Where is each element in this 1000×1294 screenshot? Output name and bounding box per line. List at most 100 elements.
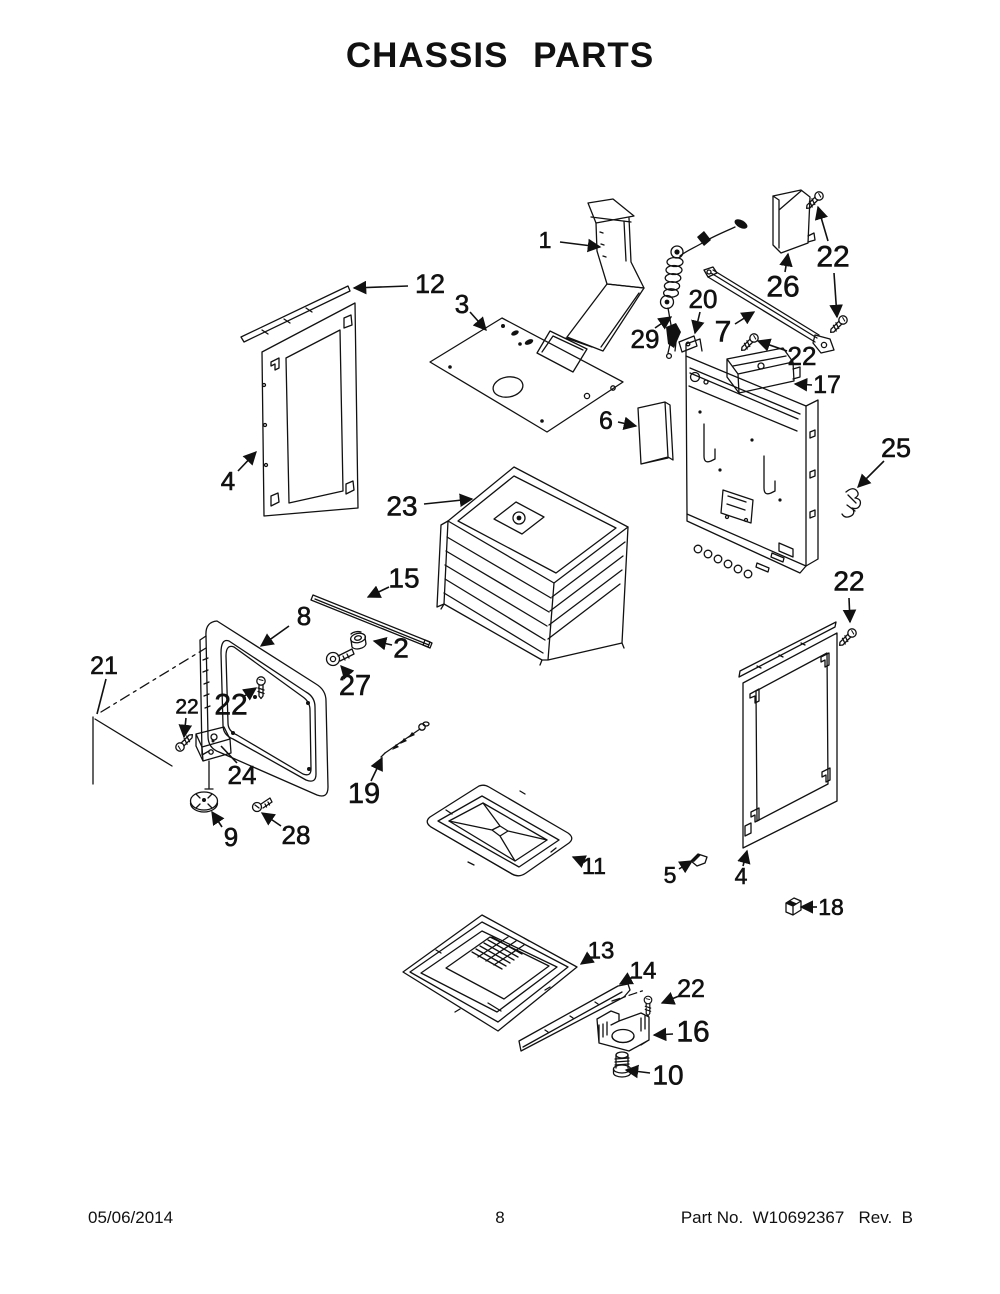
leader-line-4-right	[737, 849, 751, 867]
callout-label-21: 21	[90, 652, 118, 680]
part-8-front-frame	[199, 620, 329, 797]
part-15-trim-strip	[310, 594, 433, 649]
callout-label-22-left-large: 22	[214, 689, 247, 722]
leader-line-3	[469, 311, 487, 332]
leader-line-27	[340, 664, 355, 680]
callout-label-6: 6	[599, 407, 613, 435]
part-26-rear-bracket-plate	[772, 189, 816, 254]
leader-line-7	[734, 311, 756, 325]
leader-line-2	[372, 637, 393, 651]
callout-label-8: 8	[297, 601, 311, 631]
leader-line-10	[624, 1064, 651, 1079]
part-24-hinge-bracket	[195, 726, 232, 790]
leader-line-22-mid-right	[756, 338, 788, 352]
callout-label-22-left-small: 22	[175, 696, 198, 719]
screw-22-right-panel	[836, 626, 859, 649]
leader-line-26	[779, 252, 793, 273]
leader-line-14	[618, 972, 635, 985]
leader-line-13	[579, 951, 595, 965]
screw-22-near-26	[803, 189, 826, 212]
leader-line-22-right	[842, 597, 857, 624]
leader-line-29	[654, 316, 673, 330]
leader-line-17	[793, 377, 813, 392]
screw-22-front-frame	[256, 676, 266, 700]
callout-label-23: 23	[386, 491, 417, 522]
page-title: CHASSIS PARTS	[345, 36, 655, 75]
leader-line-28	[260, 812, 282, 827]
callout-label-19: 19	[348, 778, 380, 810]
leader-line-22-left-large	[242, 687, 258, 701]
part-20-wire-cover	[678, 335, 698, 353]
part-27-bolt	[325, 648, 355, 667]
callout-label-20: 20	[689, 284, 718, 314]
leader-line-20	[691, 311, 705, 335]
part-6-small-panel	[637, 401, 674, 465]
callout-label-25: 25	[881, 433, 911, 463]
screw-22-near-17	[738, 331, 761, 354]
part-9-leveling-foot	[189, 791, 219, 813]
leader-line-8	[259, 625, 290, 647]
leader-line-15	[366, 585, 390, 598]
parts-linework	[92, 189, 862, 1078]
footer-page-number: 8	[495, 1208, 505, 1227]
callout-label-22-bottom: 22	[677, 975, 705, 1003]
part-5-clip	[690, 853, 708, 867]
part-21-corner-trim	[92, 647, 207, 785]
part-25-clip	[841, 488, 862, 518]
callout-label-18: 18	[818, 894, 844, 920]
callout-label-4-left: 4	[221, 466, 235, 496]
callout-label-26: 26	[766, 271, 799, 304]
callout-label-27: 27	[339, 670, 371, 702]
callout-label-7: 7	[715, 316, 732, 349]
callout-label-5: 5	[664, 862, 677, 888]
callout-label-14: 14	[630, 958, 657, 985]
leader-line-12	[352, 280, 409, 295]
callout-label-15: 15	[388, 563, 419, 594]
part-3-top-plate	[429, 317, 624, 433]
leader-line-9	[211, 810, 225, 828]
part-4-left-side-panel	[261, 302, 359, 517]
part-12-top-trim-strip	[240, 285, 351, 343]
leader-line-5	[678, 860, 694, 874]
part-13-base-pan	[402, 914, 578, 1032]
screws-22	[173, 189, 859, 1017]
rev-label: Rev.	[858, 1208, 893, 1227]
leader-line-19	[370, 756, 383, 782]
part-11-drawer-pan	[426, 784, 573, 877]
leader-line-24	[220, 745, 238, 764]
callout-label-28: 28	[282, 820, 311, 850]
callout-label-3: 3	[455, 289, 469, 319]
part-23-oven-cavity	[436, 466, 629, 666]
callout-label-12: 12	[415, 269, 445, 299]
footer-date: 05/06/2014	[88, 1208, 174, 1227]
part-28-screw	[251, 797, 273, 813]
rev-value: B	[901, 1208, 913, 1227]
leader-line-22-left-small	[178, 717, 193, 739]
callout-label-24: 24	[228, 760, 257, 790]
part-no-value: W10692367	[752, 1208, 845, 1227]
callout-label-16: 16	[676, 1016, 709, 1049]
leader-line-6	[617, 416, 638, 430]
leader-line-22-top-right	[814, 205, 829, 242]
callout-label-22-right: 22	[833, 566, 864, 597]
part-7-support-rod	[703, 266, 835, 354]
callout-label-9: 9	[224, 822, 238, 852]
leader-line-22-bottom	[660, 992, 680, 1005]
leader-line-25	[857, 460, 885, 488]
screw-22-bottom	[643, 995, 653, 1017]
part-16-leg-bracket	[596, 1010, 650, 1052]
part-10-leveling-leg	[612, 1051, 632, 1078]
callout-label-17: 17	[813, 371, 841, 399]
callout-label-4-right: 4	[735, 863, 748, 889]
part-no-label: Part No.	[680, 1208, 744, 1227]
footer-part-info: Part No. W10692367 Rev. B	[681, 1208, 913, 1228]
callout-label-2: 2	[393, 633, 409, 664]
part-4-right-side-panel	[738, 621, 838, 849]
callout-label-10: 10	[652, 1060, 683, 1091]
part-rear-panel	[685, 338, 819, 579]
part-18-clip	[785, 897, 802, 916]
leader-line-1	[559, 238, 602, 253]
